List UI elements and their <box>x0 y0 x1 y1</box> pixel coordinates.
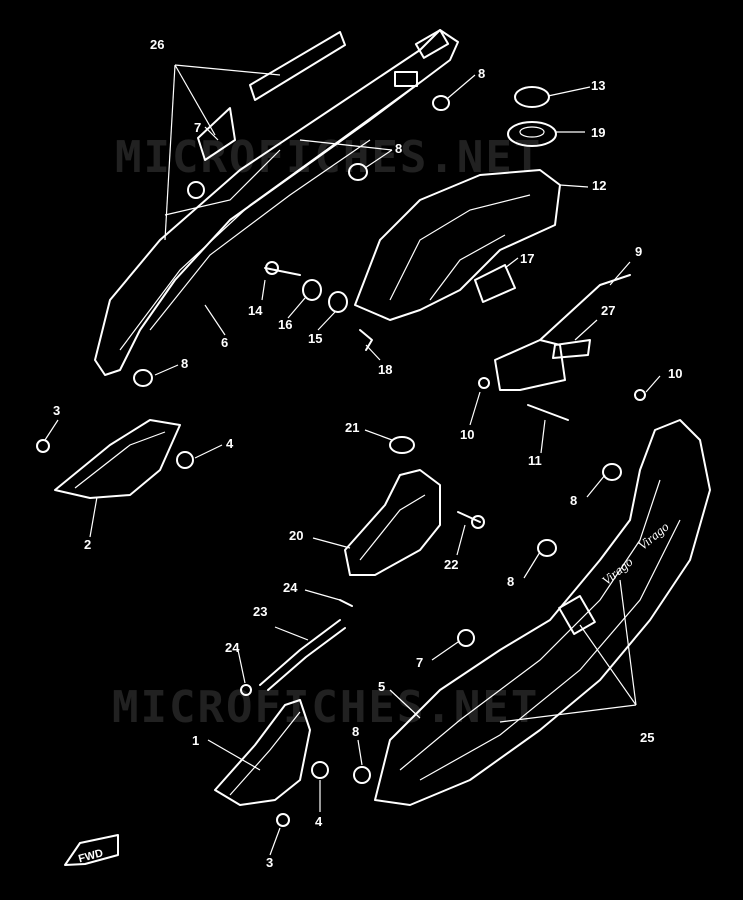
part-8-grommet-a <box>432 95 450 111</box>
fwd-arrow-icon <box>64 834 119 866</box>
part-21-cap <box>389 436 415 454</box>
watermark-bottom: MICROFICHES.NET <box>112 682 540 733</box>
callout-24-b: 24 <box>225 640 240 655</box>
callout-23: 23 <box>253 604 268 619</box>
part-8-grommet-d <box>602 463 622 481</box>
part-1-bracket <box>214 699 311 806</box>
part-24-clamp-a <box>339 599 353 607</box>
part-6-side-cover <box>94 29 459 376</box>
part-17-sticker <box>474 264 516 303</box>
callout-4-b: 4 <box>315 814 323 829</box>
callout-6: 6 <box>221 335 229 350</box>
part-26-decal <box>249 31 346 101</box>
callout-24-a: 24 <box>283 580 298 595</box>
part-9-cover <box>539 274 631 341</box>
callout-9: 9 <box>635 244 643 259</box>
callout-15: 15 <box>308 331 323 346</box>
watermark-top: MICROFICHES.NET <box>115 132 543 183</box>
callout-8-b: 8 <box>395 141 403 156</box>
callout-12: 12 <box>592 178 607 193</box>
callout-25: 25 <box>640 730 655 745</box>
part-4-grommet-b <box>311 761 329 779</box>
part-20-box <box>344 469 441 576</box>
part-14-bolt <box>264 267 301 276</box>
callout-20: 20 <box>289 528 304 543</box>
part-10-screw-b <box>634 389 646 401</box>
part-8-grommet-e <box>537 539 557 557</box>
callout-13: 13 <box>591 78 606 93</box>
callout-21: 21 <box>345 420 360 435</box>
callout-8-e: 8 <box>507 574 515 589</box>
part-22-bolt <box>457 511 481 523</box>
callout-7-top: 7 <box>194 120 202 135</box>
callout-1: 1 <box>192 733 200 748</box>
callout-7-bottom: 7 <box>416 655 424 670</box>
callout-17: 17 <box>520 251 535 266</box>
part-3-screw-b <box>276 813 290 827</box>
callout-14: 14 <box>248 303 263 318</box>
callout-11: 11 <box>528 453 542 468</box>
part-7-grommet <box>457 629 475 647</box>
callout-5: 5 <box>378 679 386 694</box>
callout-8-d: 8 <box>570 493 578 508</box>
part-15-grommet <box>328 291 348 313</box>
part-16-collar <box>302 279 322 301</box>
callout-10-a: 10 <box>460 427 475 442</box>
callout-26: 26 <box>150 37 165 52</box>
part-5-side-cover <box>374 419 711 806</box>
callout-19: 19 <box>591 125 606 140</box>
callout-4-a: 4 <box>226 436 234 451</box>
part-19-ring <box>507 121 557 147</box>
callout-8-c: 8 <box>181 356 189 371</box>
part-2-bracket <box>54 419 181 499</box>
part-12-tank <box>354 169 561 321</box>
part-13-cap <box>514 86 550 108</box>
part-11-strip <box>527 404 569 421</box>
part-8-grommet-b <box>348 163 368 181</box>
callout-18: 18 <box>378 362 393 377</box>
part-8-grommet-c <box>133 369 153 387</box>
callout-8-f: 8 <box>352 724 360 739</box>
part-7-pad <box>197 107 236 161</box>
part-27-decal <box>552 339 591 359</box>
part-4-grommet-a <box>176 451 194 469</box>
part-8-grommet-f <box>353 766 371 784</box>
callout-27: 27 <box>601 303 616 318</box>
part-3-screw-a <box>36 439 50 453</box>
callout-8-a: 8 <box>478 66 486 81</box>
callout-22: 22 <box>444 557 459 572</box>
callout-10-b: 10 <box>668 366 683 381</box>
decal-script-a: Virago <box>599 554 636 588</box>
part-23-hose <box>259 619 341 686</box>
part-24-clamp-b <box>240 684 252 696</box>
callout-3-b: 3 <box>266 855 274 870</box>
part-18-clip <box>359 329 373 351</box>
callout-2: 2 <box>84 537 92 552</box>
part-10-screw-a <box>478 377 490 389</box>
callout-16: 16 <box>278 317 293 332</box>
callout-3-a: 3 <box>53 403 61 418</box>
